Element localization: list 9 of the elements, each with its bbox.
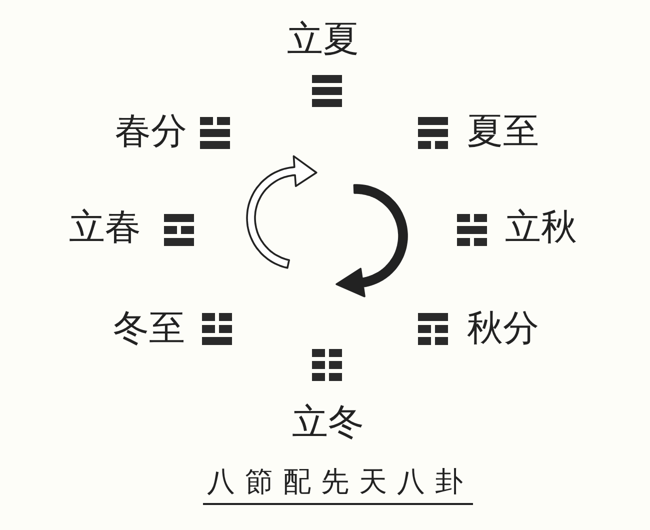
solar-term-label: 春分 xyxy=(115,114,187,150)
solar-term-label: 秋分 xyxy=(467,311,539,347)
solar-term-label: 立春 xyxy=(69,210,141,246)
figure-caption: 八節配先天八卦 xyxy=(203,468,473,505)
solar-term-label: 立秋 xyxy=(505,210,577,246)
solar-term-label: 立夏 xyxy=(287,22,359,58)
solar-term-label: 立冬 xyxy=(292,405,364,441)
solar-term-label: 冬至 xyxy=(113,311,185,347)
solar-term-label: 夏至 xyxy=(467,114,539,150)
